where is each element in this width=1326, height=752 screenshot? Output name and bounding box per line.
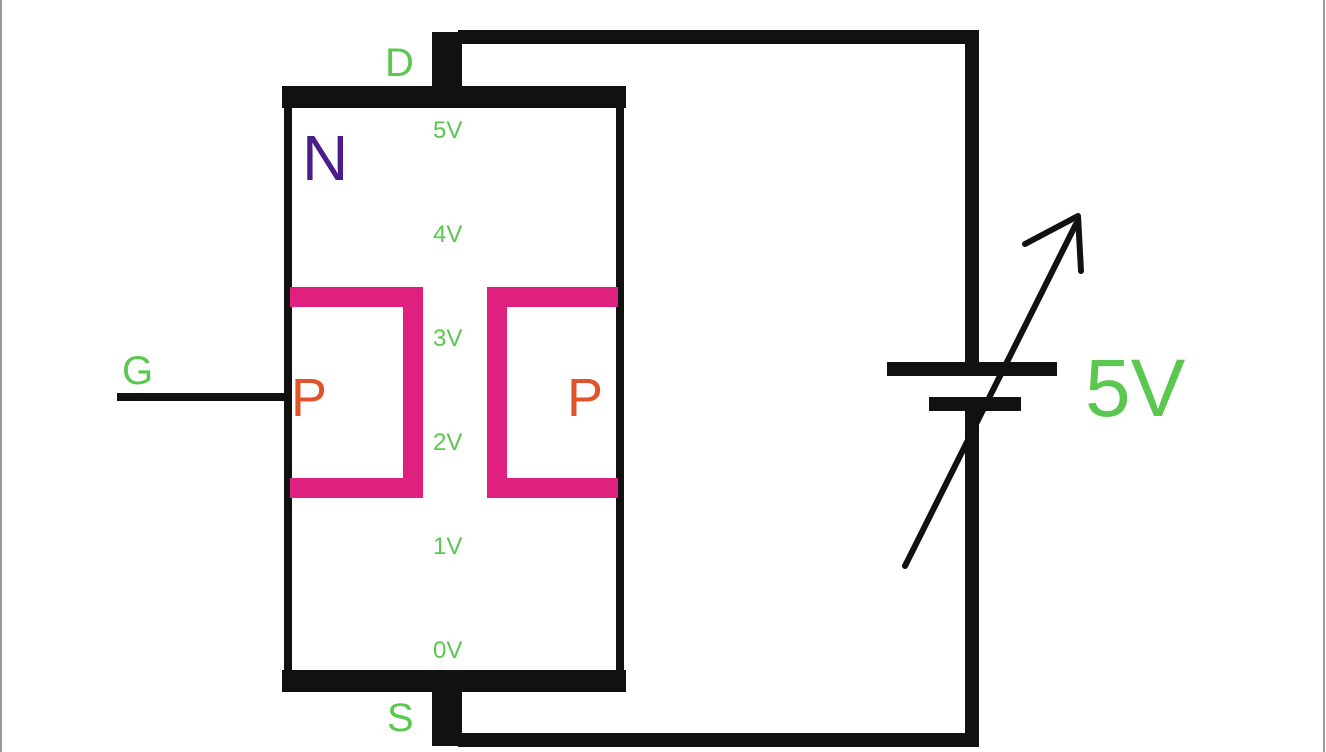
voltage-tick-label: 4V — [433, 221, 462, 248]
p-right-label: P — [567, 368, 603, 428]
circuit-loop-wire — [458, 30, 979, 747]
drain-stub — [432, 32, 462, 92]
drain-contact-bar — [282, 86, 626, 108]
voltage-tick-label: 2V — [433, 429, 462, 456]
p-region-right — [487, 287, 618, 498]
variable-supply-arrow — [902, 221, 1079, 569]
source-label: S — [387, 696, 414, 740]
source-stub — [432, 688, 462, 746]
n-channel-label: N — [302, 122, 348, 194]
arrow-head-icon — [1022, 213, 1084, 274]
voltage-tick-label: 5V — [433, 117, 462, 144]
source-contact-bar — [282, 670, 626, 692]
voltage-tick-label: 0V — [433, 637, 462, 664]
p-region-left — [290, 287, 423, 498]
voltage-tick-label: 1V — [433, 533, 462, 560]
voltage-tick-label: 3V — [433, 325, 462, 352]
gate-label: G — [122, 349, 153, 393]
supply-voltage-label: 5V — [1085, 343, 1186, 434]
drain-label: D — [385, 41, 414, 85]
p-left-label: P — [291, 368, 327, 428]
